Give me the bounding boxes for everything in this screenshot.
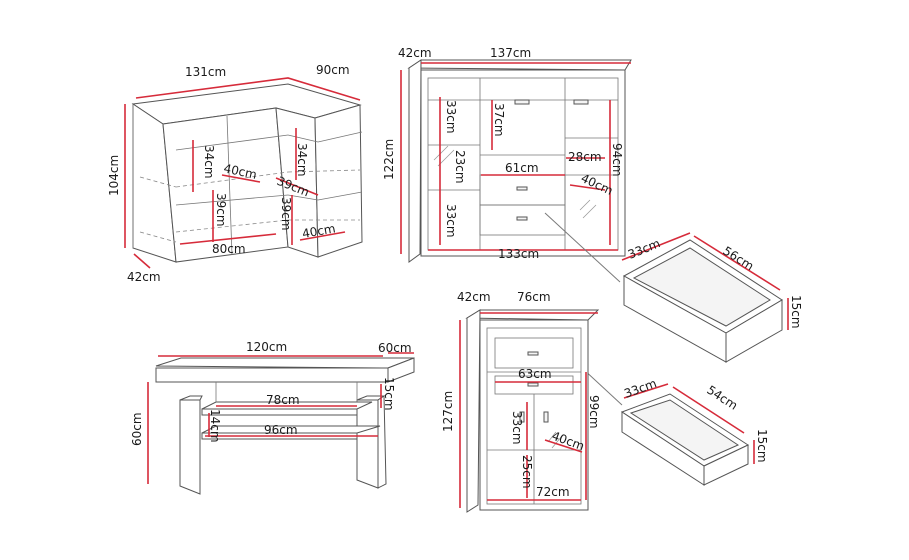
leader-line-large-drawer <box>544 212 621 283</box>
corner-depth-label: 42cm <box>127 270 161 284</box>
tall-cabinet: 42cm 76cm 127cm 63cm 99cm 33cm 40cm 25cm… <box>441 290 601 513</box>
display-inner-width-label: 133cm <box>498 247 539 261</box>
display-right-width-label: 28cm <box>568 150 602 164</box>
display-left-lower-label: 33cm <box>444 204 458 238</box>
drawer-small-width-label: 54cm <box>704 383 740 413</box>
drawer-small-depth-label: 33cm <box>622 376 658 401</box>
corner-shelf-depth-right-label: 40cm <box>301 221 336 241</box>
tall-height-label: 127cm <box>441 391 455 432</box>
tall-inner-width-label: 72cm <box>536 485 570 499</box>
display-left-middle-label: 23cm <box>453 150 467 184</box>
corner-shelf-depth-left-label: 40cm <box>222 161 258 182</box>
display-depth-label: 42cm <box>398 46 432 60</box>
display-center-upper-label: 37cm <box>492 103 506 137</box>
display-center-drawer-width-label: 61cm <box>505 161 539 175</box>
table-shelf-width-lower-label: 96cm <box>264 423 298 437</box>
corner-lower-height-left-label: 39cm <box>214 193 228 227</box>
display-width-label: 137cm <box>490 46 531 60</box>
table-top-gap-label: 15cm <box>382 377 396 411</box>
display-right-height-label: 94cm <box>610 143 624 177</box>
corner-width-front-label: 131cm <box>185 65 226 79</box>
display-height-label: 122cm <box>382 139 396 180</box>
drawer-small: 33cm 54cm 15cm <box>620 376 769 486</box>
corner-width-side-label: 90cm <box>316 63 350 77</box>
tall-width-label: 76cm <box>517 290 551 304</box>
corner-height-label: 104cm <box>107 155 121 196</box>
corner-inner-width-label: 80cm <box>212 242 246 256</box>
console-table: 120cm 60cm 60cm 15cm 78cm 14cm 96cm <box>130 340 415 495</box>
corner-shelf-upper-right-label: 34cm <box>295 143 309 177</box>
table-shelf-width-upper-label: 78cm <box>266 393 300 407</box>
drawer-small-height-label: 15cm <box>755 429 769 463</box>
tall-inner-height-label: 99cm <box>587 395 601 429</box>
display-cabinet: 42cm 137cm 122cm 33cm 23cm 33cm 37cm 61c… <box>382 46 632 263</box>
drawer-large-height-label: 15cm <box>789 295 803 329</box>
display-left-upper-label: 33cm <box>444 100 458 134</box>
corner-cabinet: 131cm 90cm 104cm 34cm 34cm 40cm 39cm 39c… <box>107 63 363 284</box>
table-shelf-gap-label: 14cm <box>208 409 222 443</box>
corner-shelf-upper-left-label: 34cm <box>202 145 216 179</box>
tall-bottom-height-label: 25cm <box>520 455 534 489</box>
corner-inner-height-side-label: 39cm <box>279 197 293 231</box>
tall-drawer-width-label: 63cm <box>518 367 552 381</box>
table-height-label: 60cm <box>130 412 144 446</box>
tall-depth-label: 42cm <box>457 290 491 304</box>
drawer-large: 33cm 56cm 15cm <box>621 232 803 363</box>
table-depth-label: 60cm <box>378 341 412 355</box>
table-width-label: 120cm <box>246 340 287 354</box>
tall-shelf-height-label: 33cm <box>510 411 524 445</box>
